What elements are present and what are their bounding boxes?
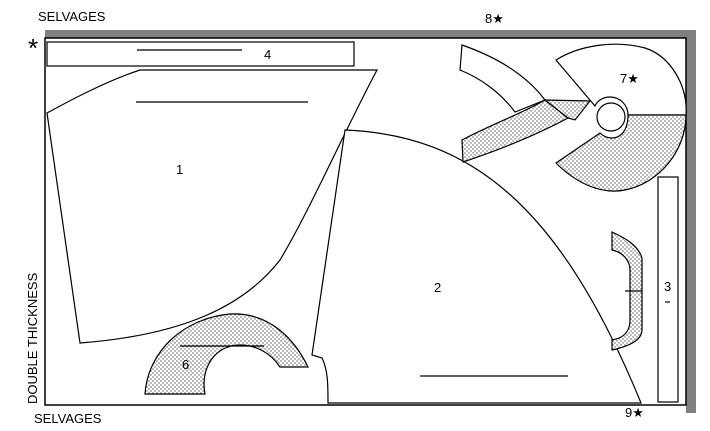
marker-9: 9★ [625,405,644,420]
piece-4 [46,41,355,67]
piece-2 [311,129,642,404]
marker-7: 7★ [620,71,639,86]
piece-6-number: 6 [182,357,190,372]
piece-7-center-hole [596,102,626,132]
marker-8: 8★ [485,11,504,26]
asterisk-mark: * [28,33,39,63]
piece-7-lower [555,114,687,192]
piece-3 [657,176,679,403]
double-thickness-label: DOUBLE THICKNESS [25,272,40,404]
piece-6 [144,313,309,395]
piece-4-number: 4 [264,47,272,62]
piece-8-lower [461,99,570,163]
piece-1-number: 1 [176,162,184,177]
piece-8-strip [543,99,592,121]
piece-1 [46,69,378,344]
selvage-label-top: SELVAGES [38,9,106,24]
selvage-label-bottom: SELVAGES [34,411,102,426]
piece-2-number: 2 [434,280,442,295]
piece-3-number: 3 [664,279,672,294]
piece-5 [611,231,643,351]
